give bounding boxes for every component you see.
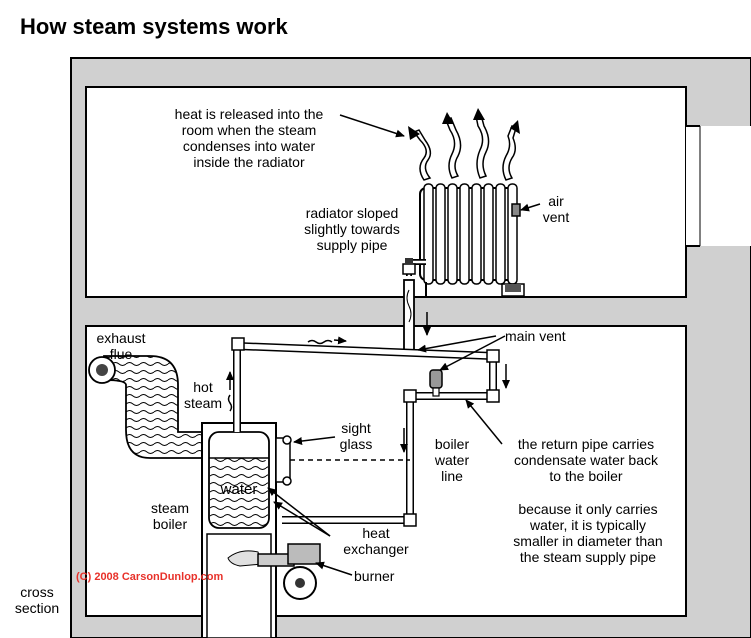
label-air-vent: air vent	[542, 193, 570, 225]
leader-lines	[267, 114, 541, 576]
label-boiler-water-line: boiler water line	[434, 436, 470, 484]
page-title: How steam systems work	[20, 14, 288, 39]
copyright-credit: (C) 2008 CarsonDunlop.com	[76, 571, 224, 583]
steam-boiler	[201, 422, 292, 638]
radiator	[419, 183, 525, 298]
label-radiator-sloped: radiator sloped slightly towards supply …	[304, 205, 400, 253]
burner	[227, 543, 321, 600]
label-burner: burner	[354, 568, 395, 584]
steam-main-pipe	[231, 337, 500, 527]
label-sight-glass: sight glass	[339, 420, 373, 452]
label-heat-exchanger: heat exchanger	[343, 525, 409, 557]
exhaust-flue-pipe	[88, 355, 207, 459]
label-cross-section: cross section	[14, 584, 60, 616]
label-return-pipe-note: because it only carries water, it is typ…	[513, 501, 663, 565]
label-exhaust-flue: exhaust flue	[96, 330, 146, 362]
label-main-vent: main vent	[505, 328, 566, 344]
supply-riser	[402, 258, 426, 353]
main-vent	[429, 369, 443, 397]
air-vent	[511, 203, 521, 217]
flow-arrows	[226, 312, 510, 453]
label-hot-steam: hot steam	[183, 379, 223, 411]
label-water: water	[220, 481, 258, 498]
label-return-pipe: the return pipe carries condensate water…	[514, 436, 658, 484]
label-heat-released: heat is released into the room when the …	[174, 106, 324, 170]
label-steam-boiler: steam boiler	[150, 500, 190, 532]
heat-arrowheads	[408, 108, 520, 140]
